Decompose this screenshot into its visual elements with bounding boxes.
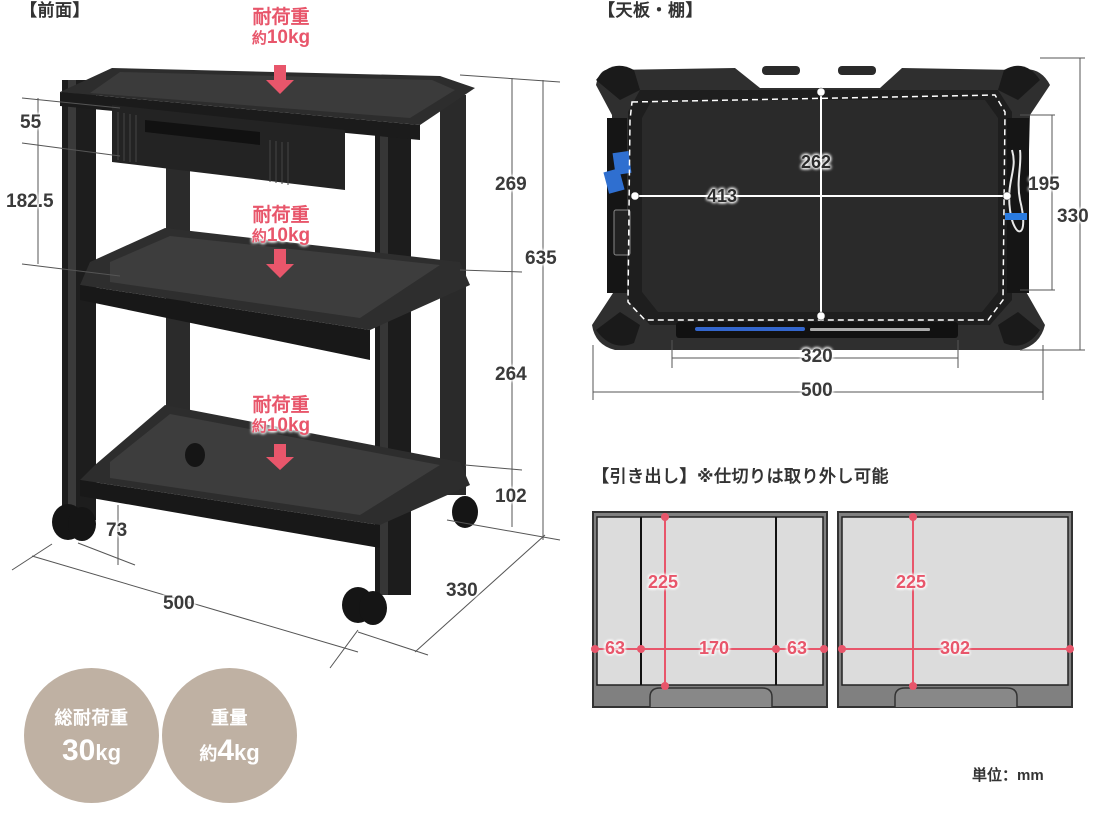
load-label-text: 耐荷重 [252,205,310,226]
unit-note: 単位：mm [972,767,1044,784]
dim-depth: 330 [446,580,478,601]
load-label-middle: 耐荷重 約10kg [242,206,320,245]
load-label-text: 耐荷重 [252,395,310,416]
dim-bottom-gap: 102 [495,486,527,507]
dim-drawer-height: 55 [20,112,42,133]
dim-width: 500 [163,593,195,614]
spec-badge-weight: 重量 約4kg [162,668,297,803]
drawer-diagram-divided [592,511,828,708]
cart-front-view [52,68,478,625]
dim-drawer-width-open: 302 [940,638,971,658]
load-label-top: 耐荷重 約10kg [242,8,320,47]
front-view-title: 【前面】 [20,1,90,20]
dim-total-depth: 330 [1057,206,1089,227]
dim-top-gap: 269 [495,174,527,195]
drawer-diagram-open [837,511,1073,708]
dim-total-width: 500 [801,380,833,401]
dim-drawer-depth-open: 225 [896,572,927,592]
load-arrows [266,65,294,470]
dim-drawer-center: 170 [699,638,730,658]
dim-ground-clearance: 73 [106,520,128,541]
badge-label: 総耐荷重 [54,708,129,728]
badge-label: 重量 [211,708,248,728]
drawer-measure-lines [595,517,1070,686]
dim-total-height: 635 [525,248,557,269]
drawer-view-title: 【引き出し】※仕切りは取り外し可能 [592,467,890,486]
spec-badge-total-load: 総耐荷重 30kg [24,668,159,803]
dim-inner-width: 413 [707,186,738,206]
dim-middle-gap: 264 [495,364,527,385]
dim-drawer-left: 63 [605,638,626,658]
load-label-bottom: 耐荷重 約10kg [242,396,320,435]
dim-front-tray: 320 [801,346,833,367]
front-dimension-lines [11,74,561,669]
top-view-title: 【天板・棚】 [598,1,703,20]
dim-drawer-depth-divided: 225 [648,572,679,592]
dim-drawer-to-shelf: 182.5 [6,191,54,212]
dim-drawer-right: 63 [787,638,808,658]
dim-side-pocket: 195 [1028,174,1060,195]
shelf-dimension-lines [592,57,1085,400]
shelf-inner-measure-lines [635,92,1007,316]
load-label-text: 耐荷重 [252,7,310,28]
dim-inner-depth: 262 [801,152,832,172]
